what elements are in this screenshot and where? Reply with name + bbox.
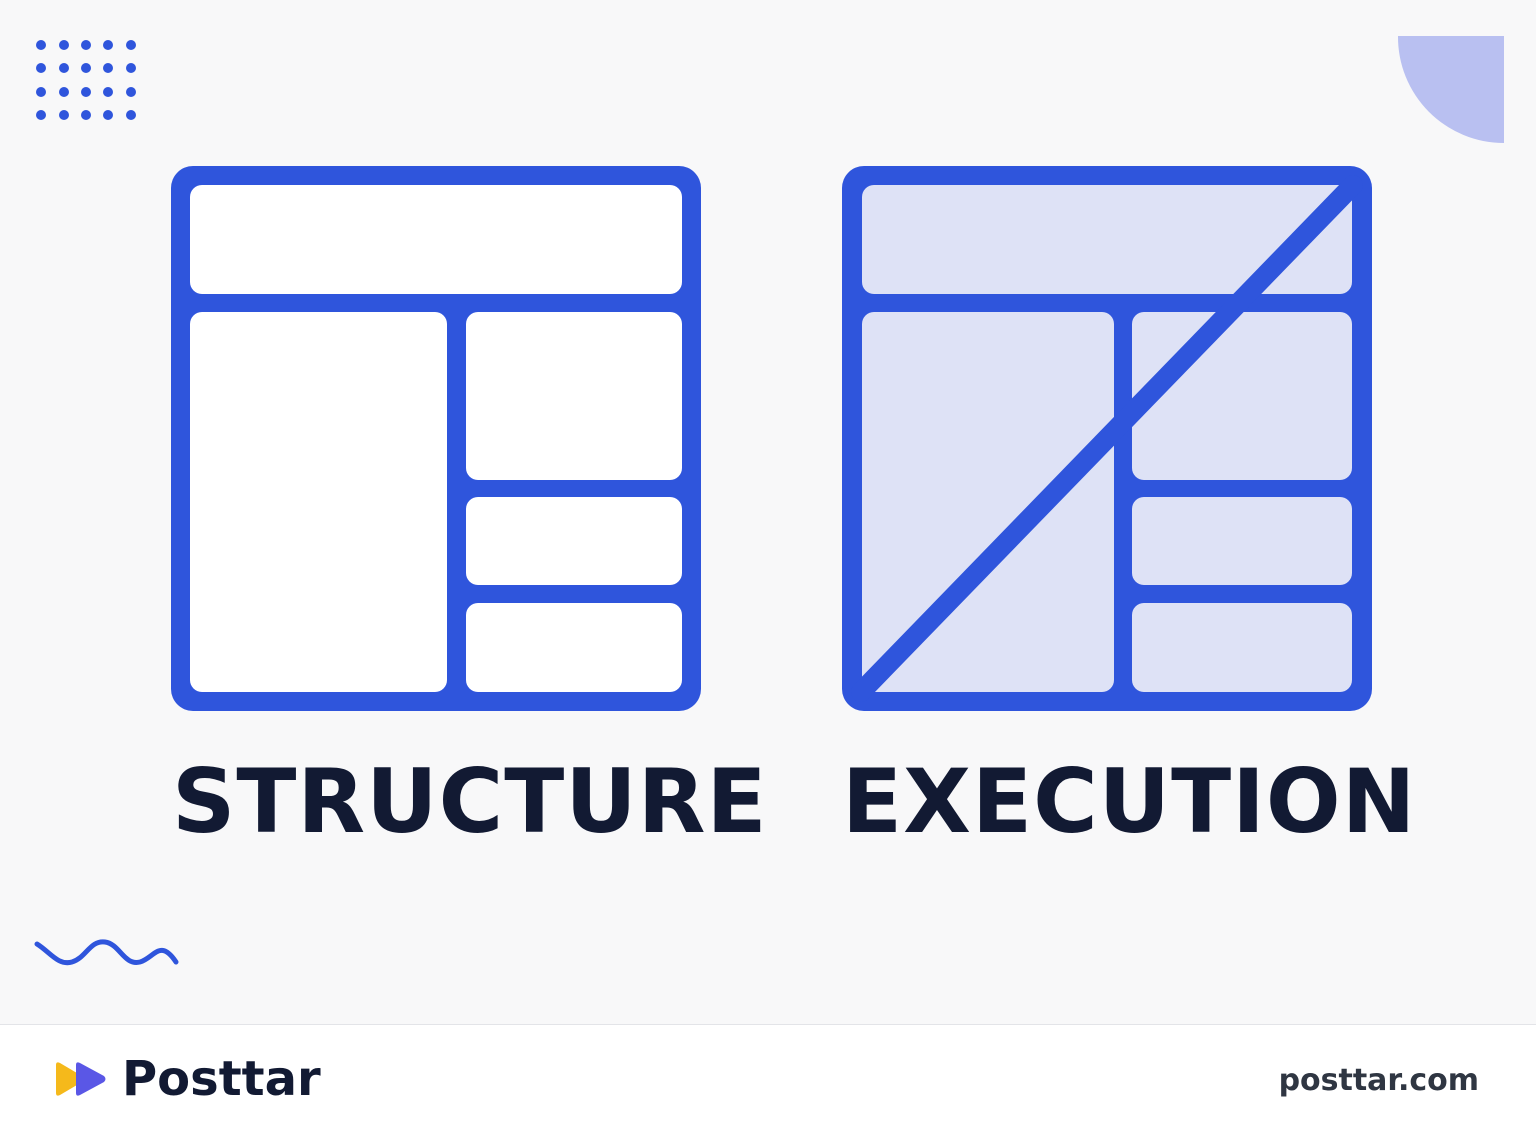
structure-label: STRUCTURE (172, 750, 768, 853)
structure-main-panel (190, 312, 447, 692)
site-url-link[interactable]: posttar.com (1278, 1063, 1479, 1098)
brand[interactable]: Posttar (54, 1049, 321, 1109)
wave-icon (34, 939, 179, 966)
quarter-circle-icon (1397, 36, 1504, 143)
execution-side-panel-top (1132, 312, 1352, 480)
execution-side-panel-bottom (1132, 603, 1352, 692)
illustration-canvas (34, 36, 1504, 966)
execution-diagonal-stroke (851, 175, 1363, 702)
structure-layout-diagram (171, 166, 701, 711)
structure-side-panel-bottom (466, 603, 682, 692)
dot-grid-icon (36, 40, 136, 120)
execution-side-panel-middle (1132, 497, 1352, 585)
execution-main-panel (862, 312, 1114, 692)
structure-header-panel (190, 185, 682, 294)
execution-layout-diagram (842, 166, 1372, 711)
execution-label: EXECUTION (842, 750, 1417, 853)
structure-side-panel-top (466, 312, 682, 480)
structure-side-panel-middle (466, 497, 682, 585)
execution-header-panel (862, 185, 1352, 294)
brand-name: Posttar (122, 1051, 321, 1107)
play-forward-logo-icon (56, 1062, 106, 1096)
footer-bar: Posttar posttar.com (0, 1024, 1536, 1136)
